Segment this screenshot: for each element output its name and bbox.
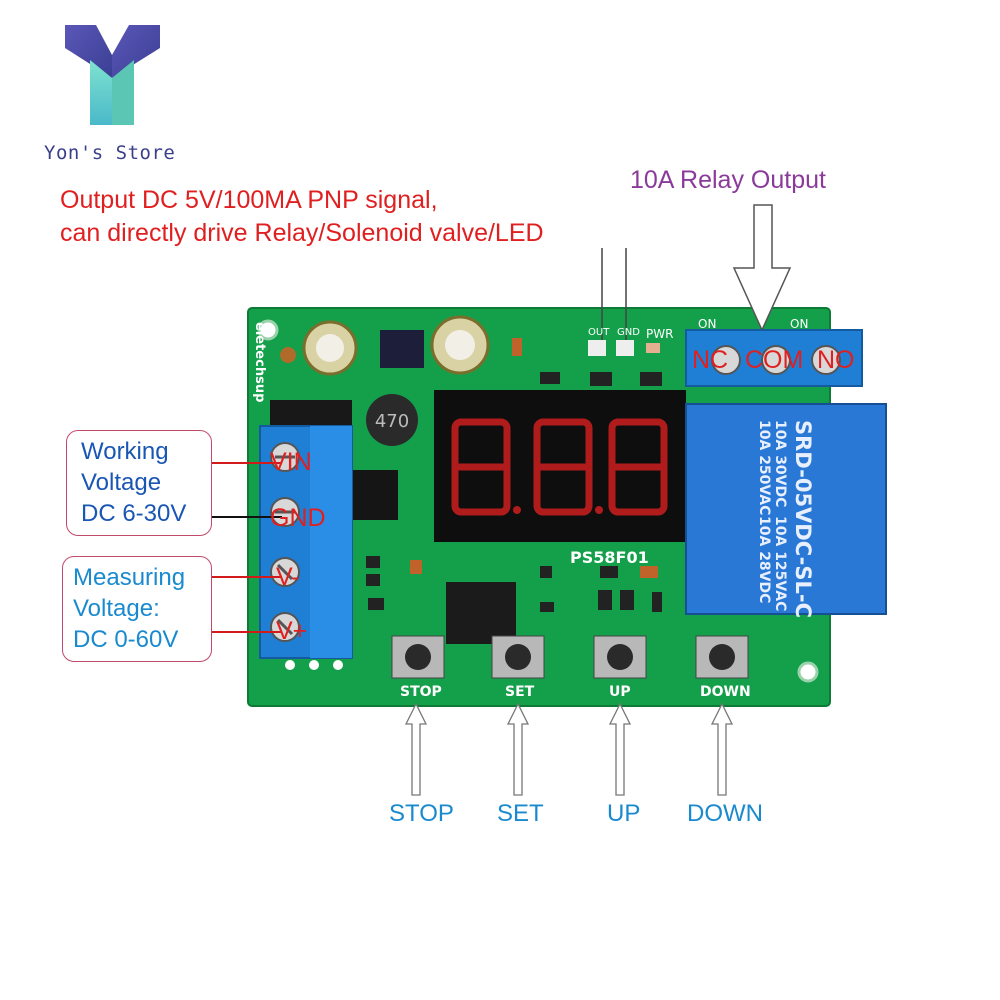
- relay-model: SRD-05VDC-SL-C: [791, 420, 815, 618]
- relay-text-5: 10A 125VAC: [772, 516, 788, 611]
- relay-no-label: NO: [817, 346, 855, 374]
- relay-text-4: 10A 28VDC: [756, 516, 772, 603]
- relay: [685, 403, 887, 615]
- set-arrow: [506, 702, 530, 796]
- measuring-line2: Voltage:: [73, 595, 160, 622]
- relay-output-arrow: [732, 204, 792, 332]
- relay-text-1: 10A 250VAC: [756, 420, 772, 515]
- silk-up: UP: [609, 684, 631, 700]
- v-plus-label: V+: [276, 617, 308, 645]
- store-name: Yon's Store: [44, 142, 176, 164]
- stop-arrow: [404, 702, 428, 796]
- vin-label: VIN: [270, 448, 312, 476]
- silk-down: DOWN: [700, 684, 751, 700]
- up-button[interactable]: [593, 635, 647, 679]
- silk-on2: ON: [790, 317, 808, 331]
- relay-text-2: 10A 30VDC: [772, 420, 788, 507]
- stop-callout: STOP: [389, 800, 454, 827]
- v-minus-label: V-: [276, 563, 300, 591]
- silk-brand: eletechsup: [252, 322, 267, 402]
- measuring-line3: DC 0-60V: [73, 626, 179, 653]
- stop-button[interactable]: [391, 635, 445, 679]
- working-line1: Working: [81, 438, 169, 465]
- down-callout: DOWN: [687, 800, 763, 827]
- output-callout-line2: can directly drive Relay/Solenoid valve/…: [60, 219, 544, 247]
- silk-out: OUT: [588, 327, 610, 338]
- up-arrow: [608, 702, 632, 796]
- set-button[interactable]: [491, 635, 545, 679]
- working-line2: Voltage: [81, 469, 162, 496]
- silk-pwr: PWR: [646, 327, 673, 341]
- silk-set: SET: [505, 684, 535, 700]
- working-line3: DC 6-30V: [81, 500, 187, 527]
- up-callout: UP: [607, 800, 641, 827]
- relay-com-label: COM: [745, 346, 804, 374]
- store-logo: [65, 25, 160, 125]
- measuring-voltage-box: Measuring Voltage: DC 0-60V: [62, 556, 212, 662]
- down-button[interactable]: [695, 635, 749, 679]
- relay-nc-label: NC: [692, 346, 729, 374]
- silk-gnd: GND: [617, 327, 640, 338]
- down-arrow: [710, 702, 734, 796]
- measuring-line1: Measuring: [73, 564, 186, 591]
- inductor-label: 470: [375, 411, 409, 432]
- working-voltage-box: Working Voltage DC 6-30V: [66, 430, 212, 536]
- silk-stop: STOP: [400, 684, 442, 700]
- output-signal-callout: Output DC 5V/100MA PNP signal, can direc…: [60, 184, 544, 250]
- relay-output-callout: 10A Relay Output: [630, 166, 826, 194]
- silk-on1: ON: [698, 317, 716, 331]
- set-callout: SET: [497, 800, 544, 827]
- output-callout-line1: Output DC 5V/100MA PNP signal,: [60, 186, 438, 214]
- gnd-label: GND: [270, 504, 326, 532]
- model-label: PS58F01: [570, 548, 649, 567]
